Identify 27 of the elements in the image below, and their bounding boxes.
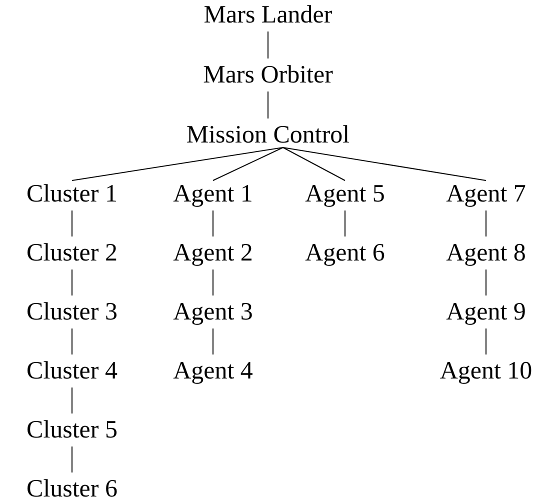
node-label: Mars Lander xyxy=(204,2,332,28)
node-label: Agent 9 xyxy=(446,300,526,324)
node-label: Mars Orbiter xyxy=(203,62,333,88)
connector-line xyxy=(282,147,486,181)
node-label: Cluster 2 xyxy=(26,240,118,266)
node-label: Cluster 1 xyxy=(26,182,118,206)
connector-line xyxy=(212,147,284,181)
connector-line xyxy=(212,269,214,296)
node-label: Cluster 5 xyxy=(26,418,118,442)
connector-line xyxy=(212,210,214,237)
node-label: Agent 7 xyxy=(446,182,526,206)
node-label: Mission Control xyxy=(186,122,350,148)
node-label: Agent 5 xyxy=(305,182,385,206)
node-label: Agent 6 xyxy=(305,240,385,266)
node-label: Cluster 4 xyxy=(26,358,118,384)
node-label: Agent 3 xyxy=(173,300,253,324)
connector-line xyxy=(72,147,284,181)
node-label: Cluster 3 xyxy=(26,300,118,324)
node-label: Agent 2 xyxy=(173,240,253,266)
node-label: Agent 8 xyxy=(446,240,526,266)
node-label: Cluster 6 xyxy=(26,476,118,499)
connector-line xyxy=(212,328,214,355)
node-label: Agent 4 xyxy=(173,358,253,384)
node-label: Agent 1 xyxy=(173,182,253,206)
connector-line xyxy=(344,210,346,237)
connector-line xyxy=(282,147,346,181)
node-label: Agent 10 xyxy=(440,358,532,384)
